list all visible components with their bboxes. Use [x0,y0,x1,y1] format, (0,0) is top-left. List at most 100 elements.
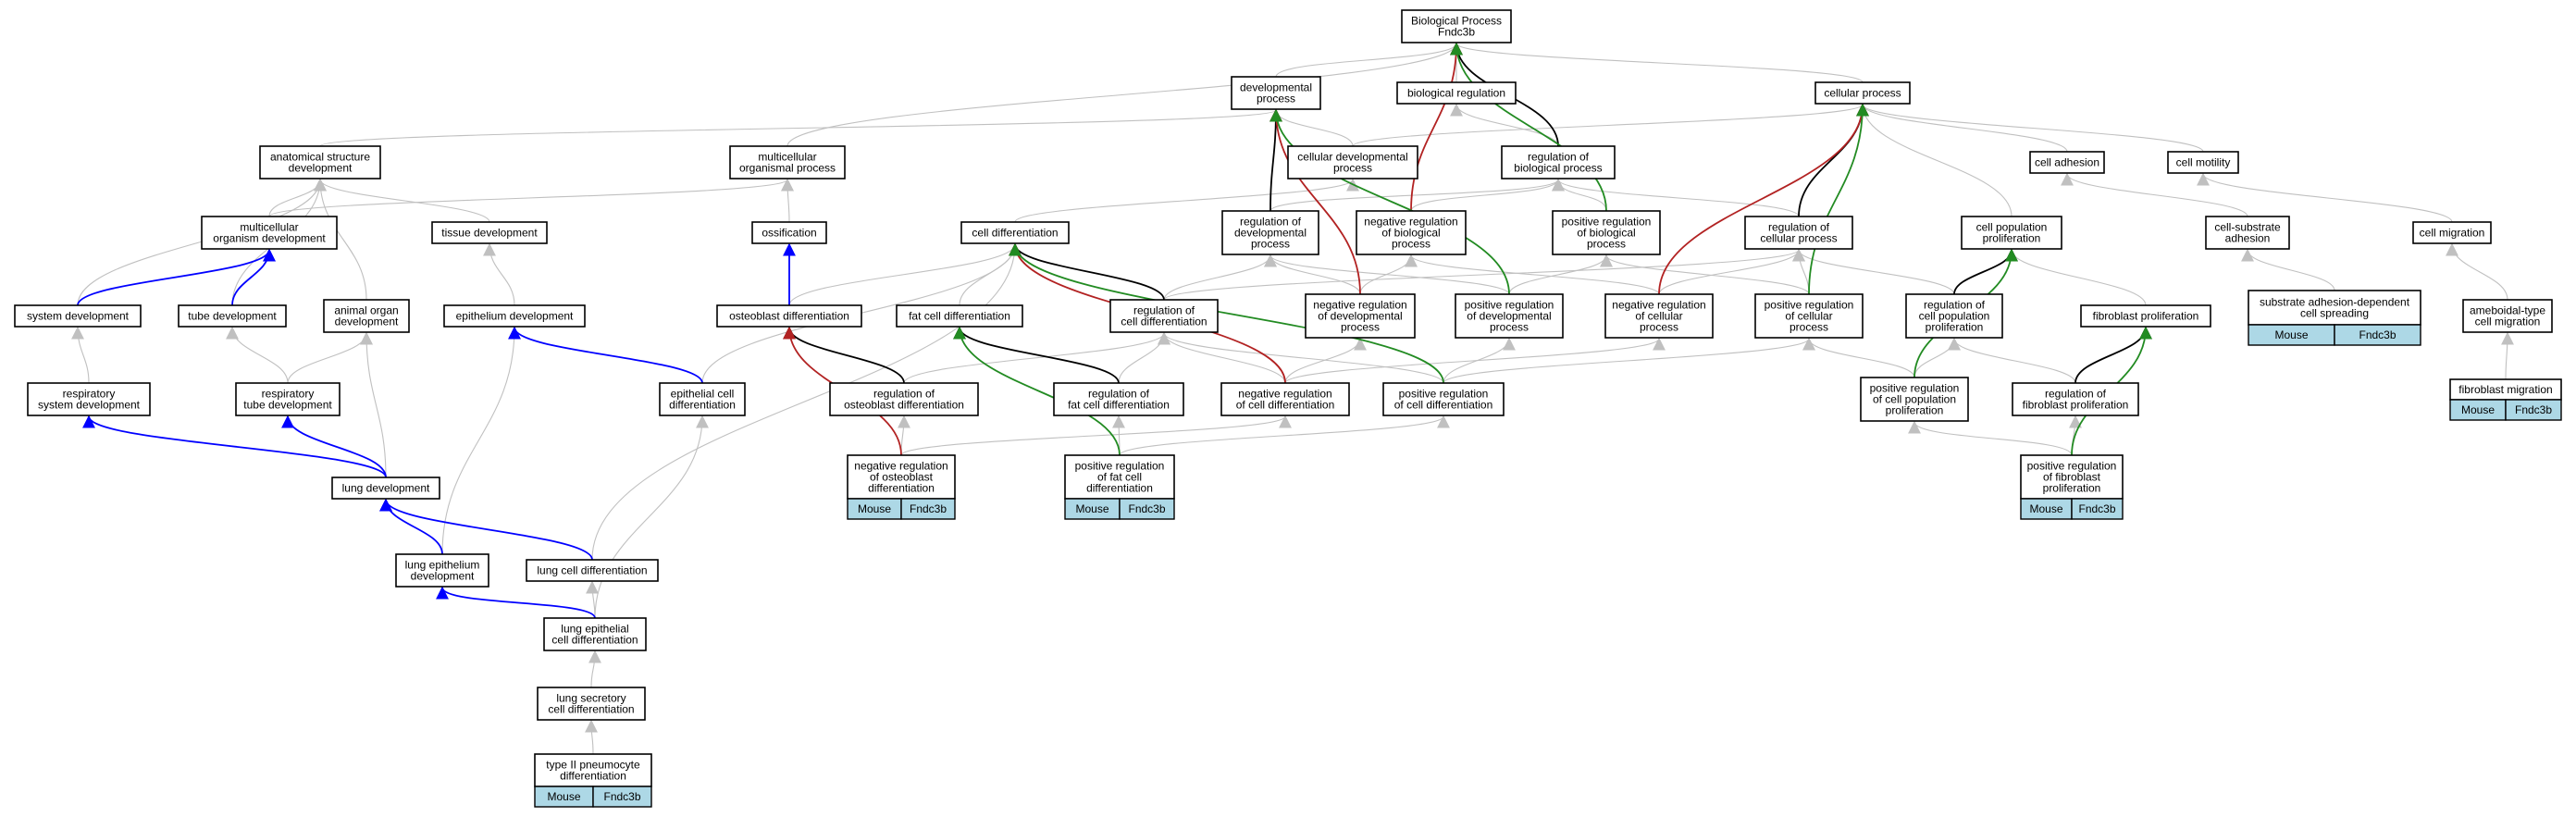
go-term-lung-cell-differentiation[interactable]: lung cell differentiation [526,559,659,582]
term-label: organism development [213,232,326,245]
go-term-fat-cell-differentiation[interactable]: fat cell differentiation [896,304,1023,328]
term-label: cell migration [2475,316,2541,328]
term-label: process [1251,238,1290,251]
edge-default [1014,178,1359,223]
edge-default [903,331,1170,384]
edge-default [71,326,90,384]
term-label: lung secretory [556,692,625,705]
edge-is-a [2074,326,2152,384]
term-label: ossification [762,227,816,240]
term-label: negative regulation [1313,299,1406,312]
term-label: regulation of [1528,151,1590,164]
edge-default [586,580,600,619]
edge-default [77,178,327,306]
term-label: osteoblast differentiation [729,310,849,323]
go-term-cell-adhesion[interactable]: cell adhesion [2029,151,2105,174]
term-label: ameboidal-type [2470,304,2545,317]
species-label: Mouse [2029,502,2062,515]
go-term-cell-motility[interactable]: cell motility [2167,151,2239,174]
term-box [729,145,846,179]
term-box [526,559,659,582]
go-term-cellular-process[interactable]: cellular process [1814,81,1911,105]
edge-positive [1450,42,1607,212]
term-label: organismal process [739,162,836,175]
term-label: proliferation [1983,232,2041,245]
term-label: developmental [1240,81,1312,94]
edge-positive [1808,103,1869,295]
term-label: lung development [342,482,430,495]
term-box [2012,382,2139,416]
term-label: of fibroblast [2043,471,2101,484]
term-box [27,382,151,416]
term-label: epithelial cell [671,388,735,401]
term-label: system development [38,399,141,412]
go-term-osteoblast-differentiation[interactable]: osteoblast differentiation [716,304,862,328]
term-label: of cellular [1785,310,1832,323]
edge-default [2241,248,2335,291]
term-box [2080,304,2211,328]
gene-cell [1119,498,1175,520]
term-label: process [1790,321,1828,334]
edge-default [226,326,289,384]
go-term-ossification[interactable]: ossification [751,221,827,244]
edge-default [1913,337,1961,378]
go-term-epithelium-development[interactable]: epithelium development [443,304,586,328]
go-term-biological-regulation[interactable]: biological regulation [1396,81,1517,105]
term-box [2020,454,2124,500]
term-label: regulation of [873,388,935,401]
term-label: adhesion [2225,232,2271,245]
go-term-cell-migration[interactable]: cell migration [2412,221,2492,244]
term-label: epithelium development [456,310,574,323]
term-label: tube development [243,399,332,412]
go-term-tissue-development[interactable]: tissue development [431,221,548,244]
gene-cell [2505,399,2562,421]
term-box [14,304,142,328]
go-term-lung-development[interactable]: lung development [331,477,440,500]
term-box [2412,221,2492,244]
go-term-fibroblast-proliferation[interactable]: fibroblast proliferation [2080,304,2211,328]
go-term-cell-differentiation[interactable]: cell differentiation [960,221,1070,244]
go-term-tube-development[interactable]: tube development [178,304,287,328]
go-term-system-development[interactable]: system development [14,304,142,328]
